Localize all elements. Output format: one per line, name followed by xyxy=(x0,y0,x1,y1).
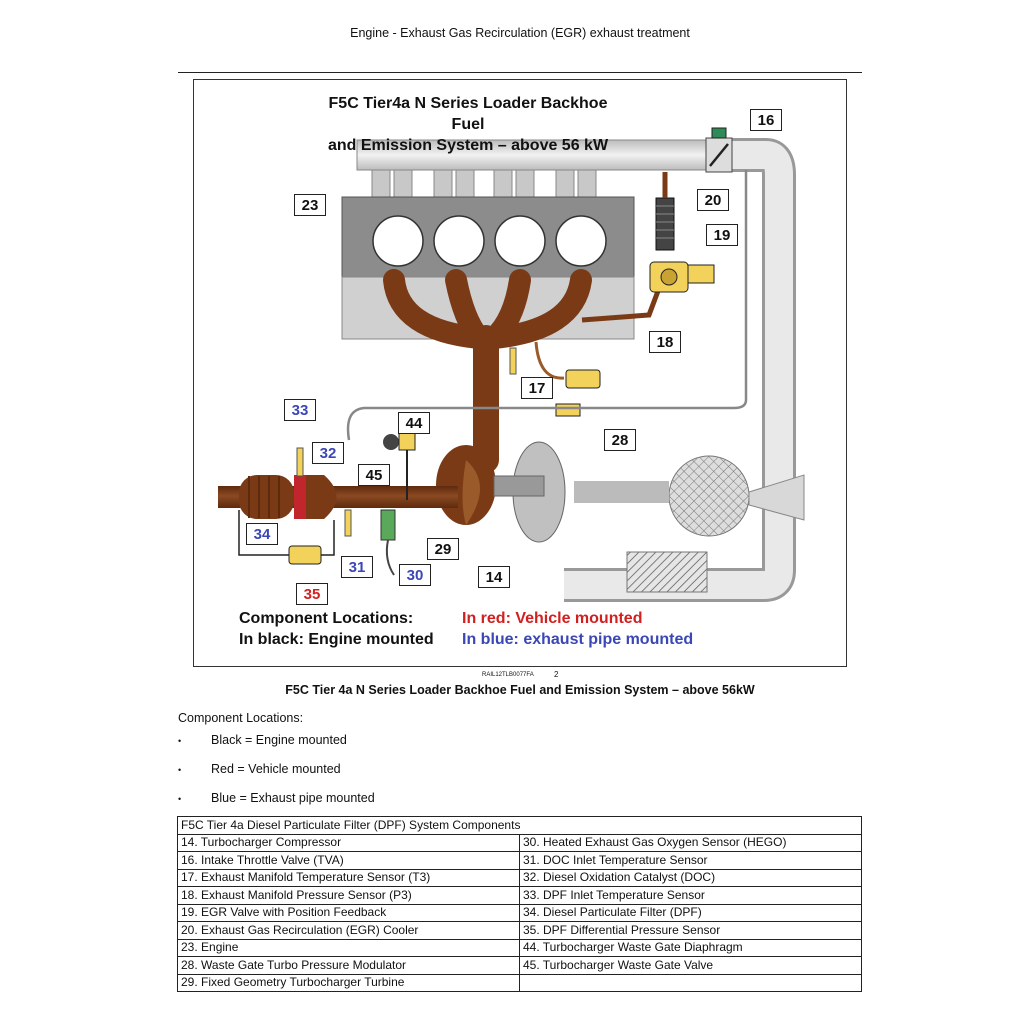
callout-34: 34 xyxy=(246,523,278,545)
callout-14: 14 xyxy=(478,566,510,588)
table-cell: 33. DPF Inlet Temperature Sensor xyxy=(519,886,862,905)
callout-35: 35 xyxy=(296,583,328,605)
emission-system-diagram: F5C Tier4a N Series Loader Backhoe Fuel … xyxy=(193,79,847,667)
callout-23: 23 xyxy=(294,194,326,216)
callout-32: 32 xyxy=(312,442,344,464)
figure-id: RAIL12TLB0077FA xyxy=(482,672,534,678)
list-item-text: Black = Engine mounted xyxy=(211,733,347,747)
callout-16: 16 xyxy=(750,109,782,131)
table-cell: 44. Turbocharger Waste Gate Diaphragm xyxy=(519,938,862,957)
legend-red: In red: Vehicle mounted xyxy=(462,610,643,627)
diagram-title-line1: F5C Tier4a N Series Loader Backhoe Fuel xyxy=(328,95,608,133)
callout-18: 18 xyxy=(649,331,681,353)
table-row: 18. Exhaust Manifold Pressure Sensor (P3… xyxy=(177,886,862,905)
callout-29: 29 xyxy=(427,538,459,560)
table-row: 16. Intake Throttle Valve (TVA)31. DOC I… xyxy=(177,851,862,870)
table-cell: 14. Turbocharger Compressor xyxy=(177,833,520,852)
table-cell: 34. Diesel Particulate Filter (DPF) xyxy=(519,903,862,922)
bullet-icon: • xyxy=(178,794,182,804)
table-cell: 30. Heated Exhaust Gas Oxygen Sensor (HE… xyxy=(519,833,862,852)
intake-runners xyxy=(371,169,597,199)
table-cell xyxy=(519,973,862,992)
locations-heading: Component Locations: xyxy=(178,711,304,725)
callout-44: 44 xyxy=(398,412,430,434)
callout-33: 33 xyxy=(284,399,316,421)
table-header: F5C Tier 4a Diesel Particulate Filter (D… xyxy=(177,816,862,835)
callout-20: 20 xyxy=(697,189,729,211)
diagram-drawing xyxy=(218,127,805,602)
figure-number: 2 xyxy=(554,670,559,679)
figure-caption: F5C Tier 4a N Series Loader Backhoe Fuel… xyxy=(285,683,755,697)
diagram-title: F5C Tier4a N Series Loader Backhoe Fuel … xyxy=(318,93,618,156)
callout-31: 31 xyxy=(341,556,373,578)
table-cell: 18. Exhaust Manifold Pressure Sensor (P3… xyxy=(177,886,520,905)
legend-blue: In blue: exhaust pipe mounted xyxy=(462,631,694,648)
table-row: 17. Exhaust Manifold Temperature Sensor … xyxy=(177,868,862,887)
list-item-text: Red = Vehicle mounted xyxy=(211,762,341,776)
components-table: F5C Tier 4a Diesel Particulate Filter (D… xyxy=(177,816,862,992)
legend-heading: Component Locations: xyxy=(239,610,414,627)
table-cell: 20. Exhaust Gas Recirculation (EGR) Cool… xyxy=(177,921,520,940)
header-divider xyxy=(178,72,862,73)
table-cell: 35. DPF Differential Pressure Sensor xyxy=(519,921,862,940)
table-cell: 23. Engine xyxy=(177,938,520,957)
callout-30: 30 xyxy=(399,564,431,586)
callout-28: 28 xyxy=(604,429,636,451)
page-header-title: Engine - Exhaust Gas Recirculation (EGR)… xyxy=(350,26,690,40)
list-item-text: Blue = Exhaust pipe mounted xyxy=(211,791,375,805)
diagram-title-line2: and Emission System – above 56 kW xyxy=(327,137,609,154)
table-cell: 32. Diesel Oxidation Catalyst (DOC) xyxy=(519,868,862,887)
bullet-icon: • xyxy=(178,736,182,746)
table-cell: 17. Exhaust Manifold Temperature Sensor … xyxy=(177,868,520,887)
table-row: 29. Fixed Geometry Turbocharger Turbine xyxy=(177,973,862,992)
table-cell: 29. Fixed Geometry Turbocharger Turbine xyxy=(177,973,520,992)
table-row: 20. Exhaust Gas Recirculation (EGR) Cool… xyxy=(177,921,862,940)
callout-45: 45 xyxy=(358,464,390,486)
table-cell: 16. Intake Throttle Valve (TVA) xyxy=(177,851,520,870)
callout-17: 17 xyxy=(521,377,553,399)
legend-black: In black: Engine mounted xyxy=(239,631,434,648)
bullet-icon: • xyxy=(178,765,182,775)
callout-19: 19 xyxy=(706,224,738,246)
table-cell: 45. Turbocharger Waste Gate Valve xyxy=(519,956,862,975)
table-cell: 28. Waste Gate Turbo Pressure Modulator xyxy=(177,956,520,975)
table-cell: 19. EGR Valve with Position Feedback xyxy=(177,903,520,922)
table-cell: 31. DOC Inlet Temperature Sensor xyxy=(519,851,862,870)
table-header-row: F5C Tier 4a Diesel Particulate Filter (D… xyxy=(177,816,862,835)
exhaust-manifold xyxy=(383,269,592,473)
